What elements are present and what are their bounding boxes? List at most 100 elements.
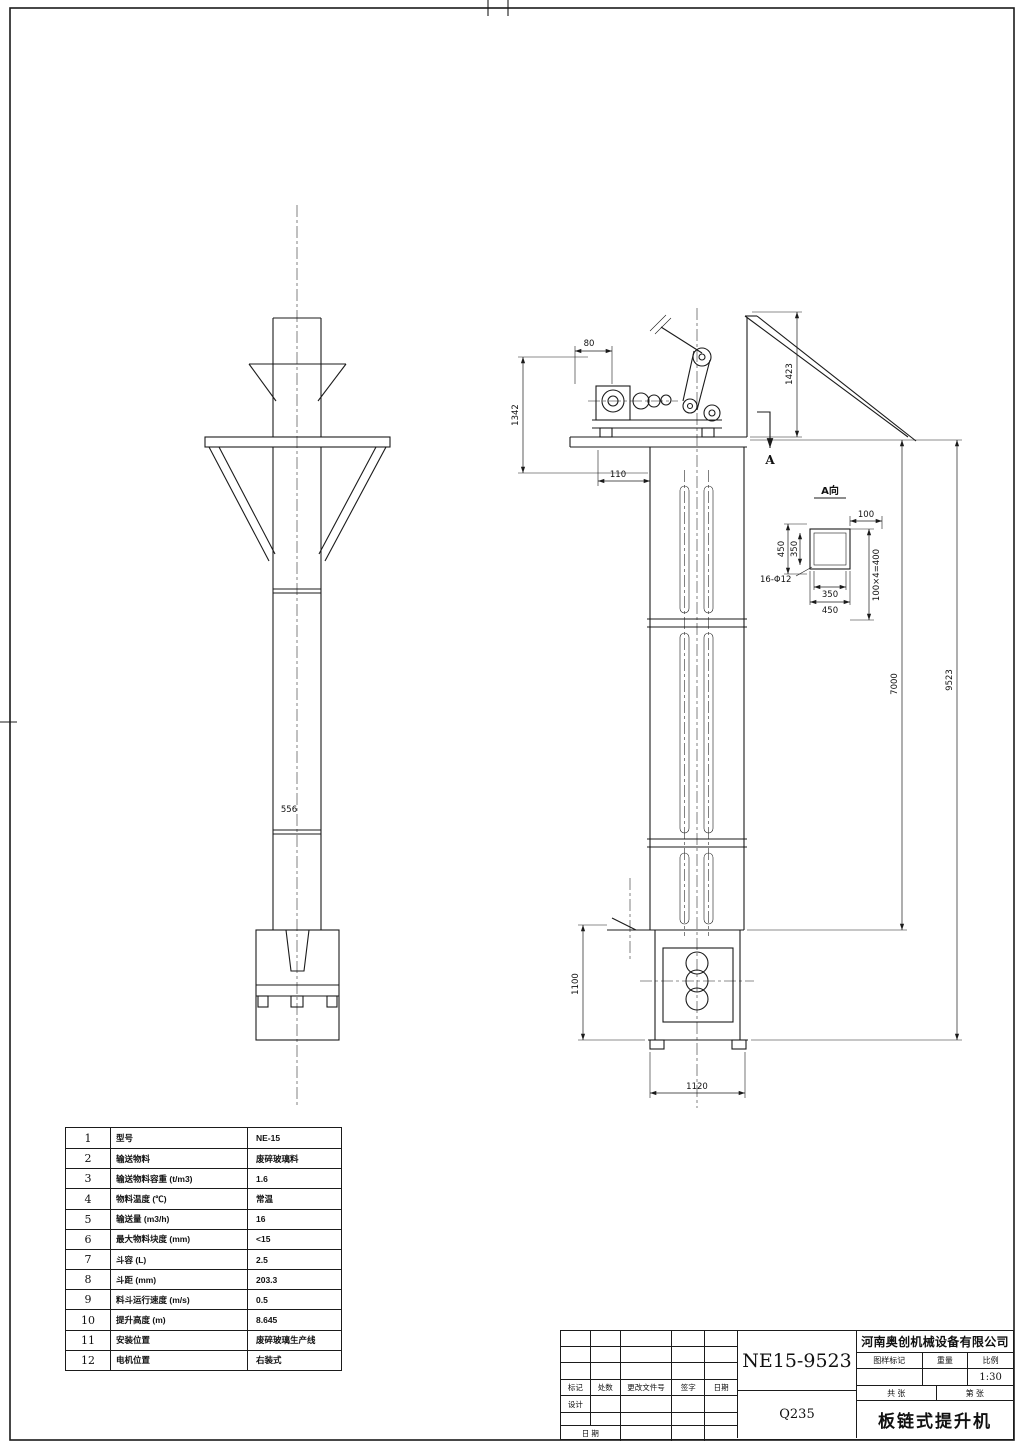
dim-1120: 1120: [686, 1082, 708, 1092]
revision-header-row: 标记 处数 更改文件号 签字 日期: [561, 1380, 737, 1396]
design-row: 设计: [561, 1396, 737, 1413]
spec-value: 0.5: [256, 1294, 268, 1305]
spec-num: 10: [66, 1310, 111, 1330]
title-block-right: 河南奥创机械设备有限公司 图样标记 重量 比例 1:30 共 张 第 张 板链式…: [856, 1331, 1013, 1438]
rev-file-label: 更改文件号: [621, 1380, 673, 1395]
table-row: 10 提升高度 (m) 8.645: [66, 1309, 341, 1330]
spec-label: 料斗运行速度 (m/s): [111, 1290, 248, 1310]
drawing-mark-row: 图样标记 重量 比例: [857, 1353, 1013, 1369]
spec-value: 废碎玻璃料: [256, 1153, 299, 1164]
spec-num: 8: [66, 1270, 111, 1290]
rev-count-label: 处数: [591, 1380, 621, 1395]
revision-empty-row: [561, 1413, 737, 1426]
table-row: 12 电机位置 右装式: [66, 1349, 341, 1370]
dim-1342: 1342: [511, 404, 521, 426]
spec-value: 8.645: [256, 1315, 278, 1326]
table-row: 9 料斗运行速度 (m/s) 0.5: [66, 1289, 341, 1310]
sheet-number-label: 第 张: [965, 1388, 984, 1398]
spec-num: 1: [66, 1128, 111, 1149]
spec-label: 型号: [111, 1128, 248, 1149]
dim-1100: 1100: [571, 973, 581, 995]
spec-num: 2: [66, 1149, 111, 1169]
bolt-note: 16-Φ12: [760, 575, 791, 585]
dim-7000: 7000: [890, 673, 900, 695]
table-row: 7 斗容 (L) 2.5: [66, 1248, 341, 1270]
dim-450-bottom: 450: [822, 606, 838, 616]
company-name: 河南奥创机械设备有限公司: [857, 1331, 1013, 1353]
spec-value: 常温: [256, 1194, 274, 1205]
spec-label: 斗容 (L): [111, 1249, 248, 1270]
table-row: 5 输送量 (m3/h) 16: [66, 1208, 341, 1229]
spec-label: 输送物料: [111, 1149, 248, 1169]
spec-label: 输送物料容重 (t/m3): [111, 1169, 248, 1189]
revision-empty-row: [561, 1347, 737, 1363]
spec-value: <15: [256, 1234, 271, 1245]
weight-label: 重量: [923, 1353, 969, 1368]
spec-num: 3: [66, 1169, 111, 1189]
table-row: 8 斗距 (mm) 203.3: [66, 1269, 341, 1290]
design-label: 设计: [561, 1396, 591, 1412]
revision-empty-row: [561, 1363, 737, 1380]
table-row: 3 输送物料容重 (t/m3) 1.6: [66, 1168, 341, 1189]
spec-num: 6: [66, 1229, 111, 1249]
side-view: [569, 308, 917, 1108]
rev-date-label: 日期: [713, 1383, 729, 1392]
table-row: 4 物料温度 (℃) 常温: [66, 1188, 341, 1209]
dim-bolt-pitch: 100×4=400: [872, 549, 882, 601]
spec-table: 1 型号 NE-15 2 输送物料 废碎玻璃料 3 输送物料容重 (t/m3) …: [65, 1127, 342, 1371]
scale-label: 比例: [982, 1356, 999, 1365]
spec-num: 7: [66, 1249, 111, 1270]
spec-value: 203.3: [256, 1274, 278, 1285]
table-row: 11 安装位置 废碎玻璃生产线: [66, 1329, 341, 1350]
spec-value: 16: [256, 1214, 266, 1225]
date-label: 日 期: [561, 1426, 621, 1441]
spec-label: 最大物料块度 (mm): [111, 1229, 248, 1249]
dim-350-left: 350: [790, 541, 800, 557]
spec-value: 废碎玻璃生产线: [256, 1335, 316, 1346]
spec-label: 安装位置: [111, 1330, 248, 1350]
spec-label: 物料温度 (℃): [111, 1189, 248, 1209]
sheets-total-label: 共 张: [857, 1386, 937, 1400]
rev-sign-label: 签字: [672, 1380, 706, 1395]
view-a-label: A向: [821, 484, 839, 497]
dim-556: 556: [281, 805, 297, 815]
date-row: 日 期: [561, 1426, 737, 1441]
dim-110: 110: [610, 470, 626, 480]
drawing-number: NE15-9523: [738, 1331, 856, 1391]
sheet-count-row: 共 张 第 张: [857, 1386, 1013, 1401]
spec-num: 5: [66, 1209, 111, 1229]
drawing-mark-label: 图样标记: [857, 1353, 923, 1368]
dim-100: 100: [858, 510, 874, 520]
spec-num: 11: [66, 1330, 111, 1350]
spec-label: 提升高度 (m): [111, 1310, 248, 1330]
spec-value: 1.6: [256, 1173, 268, 1184]
spec-num: 12: [66, 1350, 111, 1370]
table-row: 6 最大物料块度 (mm) <15: [66, 1228, 341, 1249]
title-block-middle: NE15-9523 Q235: [738, 1331, 856, 1438]
rev-mark-label: 标记: [561, 1380, 591, 1395]
spec-num: 4: [66, 1189, 111, 1209]
table-row: 2 输送物料 废碎玻璃料: [66, 1148, 341, 1169]
title-block: 标记 处数 更改文件号 签字 日期 设计 日 期 NE15-9523 Q235 …: [560, 1330, 1014, 1441]
dim-1423: 1423: [785, 363, 795, 385]
spec-num: 9: [66, 1290, 111, 1310]
view-a-detail: A向 100 450 350 16-Φ12 350 450 100×4=400: [760, 484, 883, 621]
scale-value: 1:30: [979, 1371, 1002, 1383]
table-row: 1 型号 NE-15: [66, 1128, 341, 1149]
dim-350-bottom: 350: [822, 590, 838, 600]
revision-empty-row: [561, 1331, 737, 1347]
section-a-label: A: [764, 453, 775, 467]
spec-value: 2.5: [256, 1254, 268, 1265]
dim-80: 80: [584, 339, 595, 349]
spec-label: 电机位置: [111, 1350, 248, 1370]
spec-value: NE-15: [256, 1133, 281, 1144]
dim-450-left: 450: [777, 541, 787, 557]
front-view: 556: [204, 205, 391, 1108]
dim-9523: 9523: [945, 669, 955, 691]
dimensions: 80 1423 1342 110 A 7000 9523 1100: [511, 311, 962, 1098]
spec-value: 右装式: [256, 1355, 282, 1366]
material-spec: Q235: [779, 1407, 815, 1422]
